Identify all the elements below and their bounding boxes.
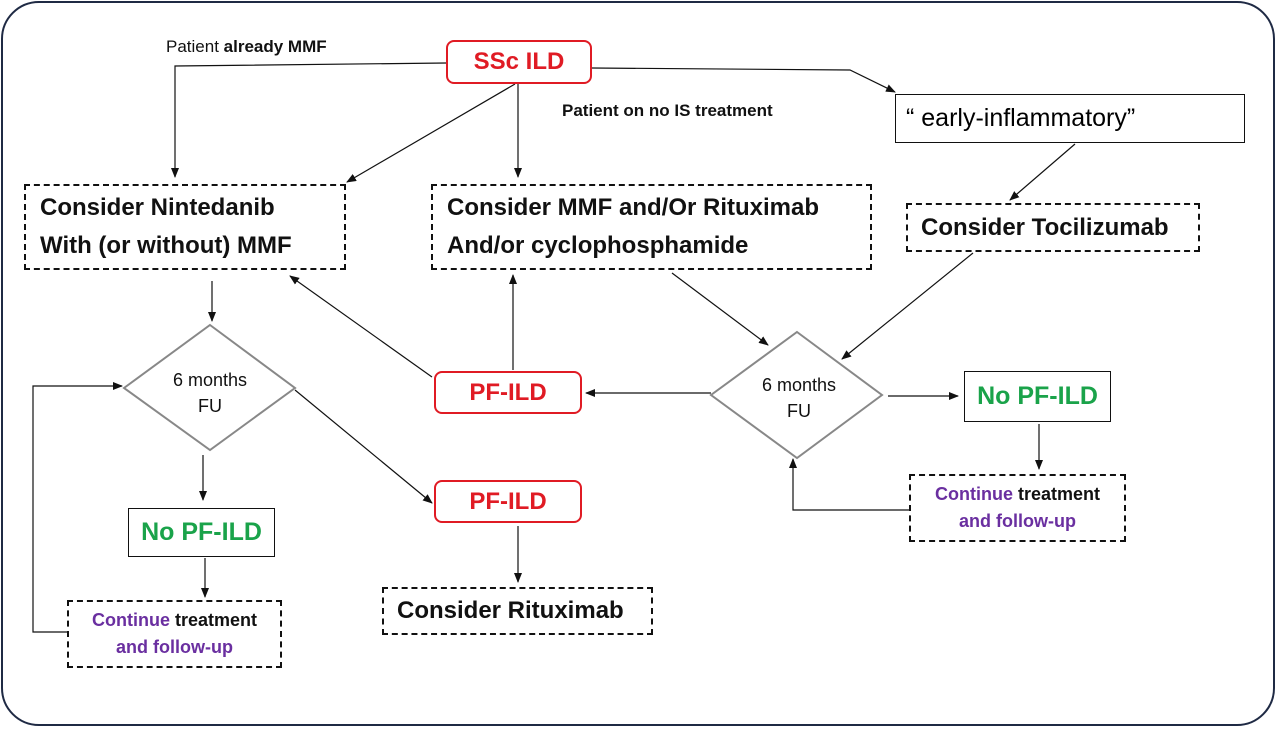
continue-left-line-2: and follow-up [116, 637, 233, 657]
already-mmf-bold: already MMF [223, 37, 327, 56]
no-pfild-right-node: No PF-ILD [964, 371, 1111, 422]
arrow-tocilizumab-to-fu-right [841, 252, 974, 360]
continue-right-word: Continue [934, 484, 1013, 504]
continue-right-line-2: and follow-up [959, 511, 1076, 531]
arrow-root-to-nintedanib-diag [346, 83, 516, 183]
arrow-continue-right-loop [789, 458, 909, 511]
nintedanib-line-2: With (or without) MMF [40, 232, 292, 259]
rituximab-node: Consider Rituximab [382, 587, 653, 635]
continue-left-line-1: Continue treatment [92, 607, 257, 634]
continue-right-line-1: Continue treatment [935, 481, 1100, 508]
fu-right-line-1: 6 months [761, 375, 837, 395]
arrow-continue-left-loop [32, 382, 123, 633]
mmf-line-1: Consider MMF and/Or Rituximab [447, 194, 820, 221]
fu-right-diamond [709, 330, 884, 460]
continue-right-node: Continue treatment and follow-up [909, 474, 1126, 542]
pfild-lower-node: PF-ILD [434, 480, 582, 523]
nintedanib-line-1: Consider Nintedanib [40, 194, 275, 221]
fu-left-line-2: FU [198, 396, 222, 416]
mmf-line-2: And/or cyclophosphamide [447, 232, 749, 259]
fu-right-line-2: FU [787, 401, 811, 421]
fu-right-text: 6 months FU [749, 372, 849, 424]
continue-left-treatment: treatment [169, 610, 258, 630]
continue-right-treatment: treatment [1012, 484, 1101, 504]
mmf-node: Consider MMF and/Or Rituximab And/or cyc… [431, 184, 872, 270]
arrow-fu-left-to-pfild-lower [294, 389, 433, 504]
nintedanib-node: Consider Nintedanib With (or without) MM… [24, 184, 346, 270]
already-mmf-label: Patient already MMF [166, 37, 327, 57]
continue-left-word: Continue [91, 610, 170, 630]
arrow-root-to-early [591, 67, 896, 93]
continue-left-node: Continue treatment and follow-up [67, 600, 282, 668]
no-pfild-left-node: No PF-ILD [128, 508, 275, 557]
arrow-mmf-to-fu-right [671, 272, 769, 346]
pfild-middle-node: PF-ILD [434, 371, 582, 414]
early-inflammatory-node: “ early-inflammatory” [895, 94, 1245, 143]
fu-left-line-1: 6 months [172, 370, 248, 390]
root-node: SSc ILD [446, 40, 592, 84]
already-mmf-prefix: Patient [166, 37, 224, 56]
no-is-label: Patient on no IS treatment [562, 101, 773, 120]
tocilizumab-node: Consider Tocilizumab [906, 203, 1200, 252]
arrow-early-to-tocilizumab [1009, 143, 1076, 201]
fu-left-text: 6 months FU [160, 367, 260, 419]
arrow-pfild-to-nintedanib [289, 275, 433, 378]
fu-left-diamond [122, 323, 297, 452]
arrow-root-to-nintedanib-left [171, 62, 447, 178]
